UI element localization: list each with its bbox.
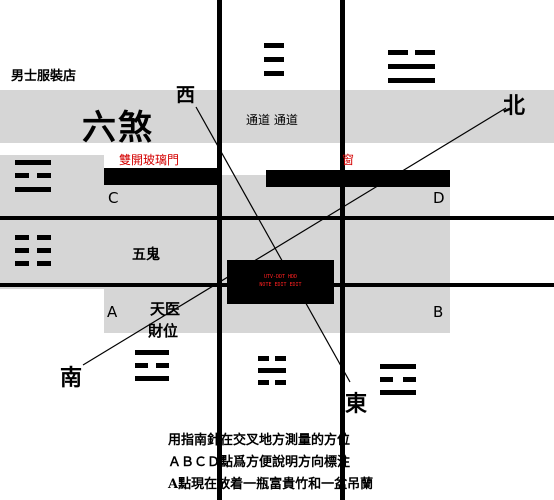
title-liusha: 六煞: [82, 108, 154, 148]
direction-north: 北: [503, 93, 526, 119]
glass-door-label: 雙開玻璃門: [119, 153, 180, 167]
direction-east: 東: [345, 391, 368, 417]
wall-left: [104, 168, 220, 185]
corner-a: A: [107, 303, 118, 321]
trigram-bottom-left-icon: [135, 350, 169, 382]
diagonal-south-north: [82, 107, 507, 366]
desk-text-2: NOTE EDIT EDIT: [259, 282, 302, 288]
store-label: 男士服裝店: [11, 69, 77, 84]
grid-line-horizontal-top: [0, 216, 554, 220]
trigram-bottom-center-icon: [258, 356, 286, 388]
wugui-label: 五鬼: [132, 247, 160, 263]
desk-block: UTV-DDT HDD NOTE EDIT EDIT: [227, 260, 334, 304]
trigram-top-center-icon: [264, 43, 284, 78]
wall-right: [266, 170, 450, 187]
corner-b: B: [433, 303, 444, 321]
note-line-1: 用指南針在交叉地方測量的方位: [168, 433, 351, 448]
grid-line-vertical-left: [217, 0, 222, 500]
window-label: 窗: [342, 153, 355, 167]
caiwei-label: 財位: [148, 322, 179, 340]
room-area: [104, 175, 450, 333]
trigram-bottom-right-icon: [380, 364, 416, 398]
diagonal-west-east: [195, 106, 351, 383]
note-line-3: A點現在放着一瓶富貴竹和一盆吊蘭: [168, 477, 374, 492]
trigram-left-lower-icon: [15, 235, 51, 270]
corner-c: C: [108, 189, 119, 207]
corner-d: D: [433, 189, 445, 207]
direction-west: 西: [176, 84, 196, 106]
corridor-label: 通道 通道: [246, 113, 298, 127]
direction-south: 南: [60, 365, 83, 391]
trigram-left-upper-icon: [15, 160, 51, 195]
trigram-top-right-icon: [388, 50, 438, 85]
note-line-2: ＡＢＣＤ點爲方便說明方向標注: [168, 455, 351, 470]
corridor-band: [0, 90, 554, 143]
desk-text-1: UTV-DDT HDD: [263, 274, 298, 280]
tianyi-label: 天医: [150, 300, 181, 318]
grid-line-vertical-right: [340, 0, 345, 500]
